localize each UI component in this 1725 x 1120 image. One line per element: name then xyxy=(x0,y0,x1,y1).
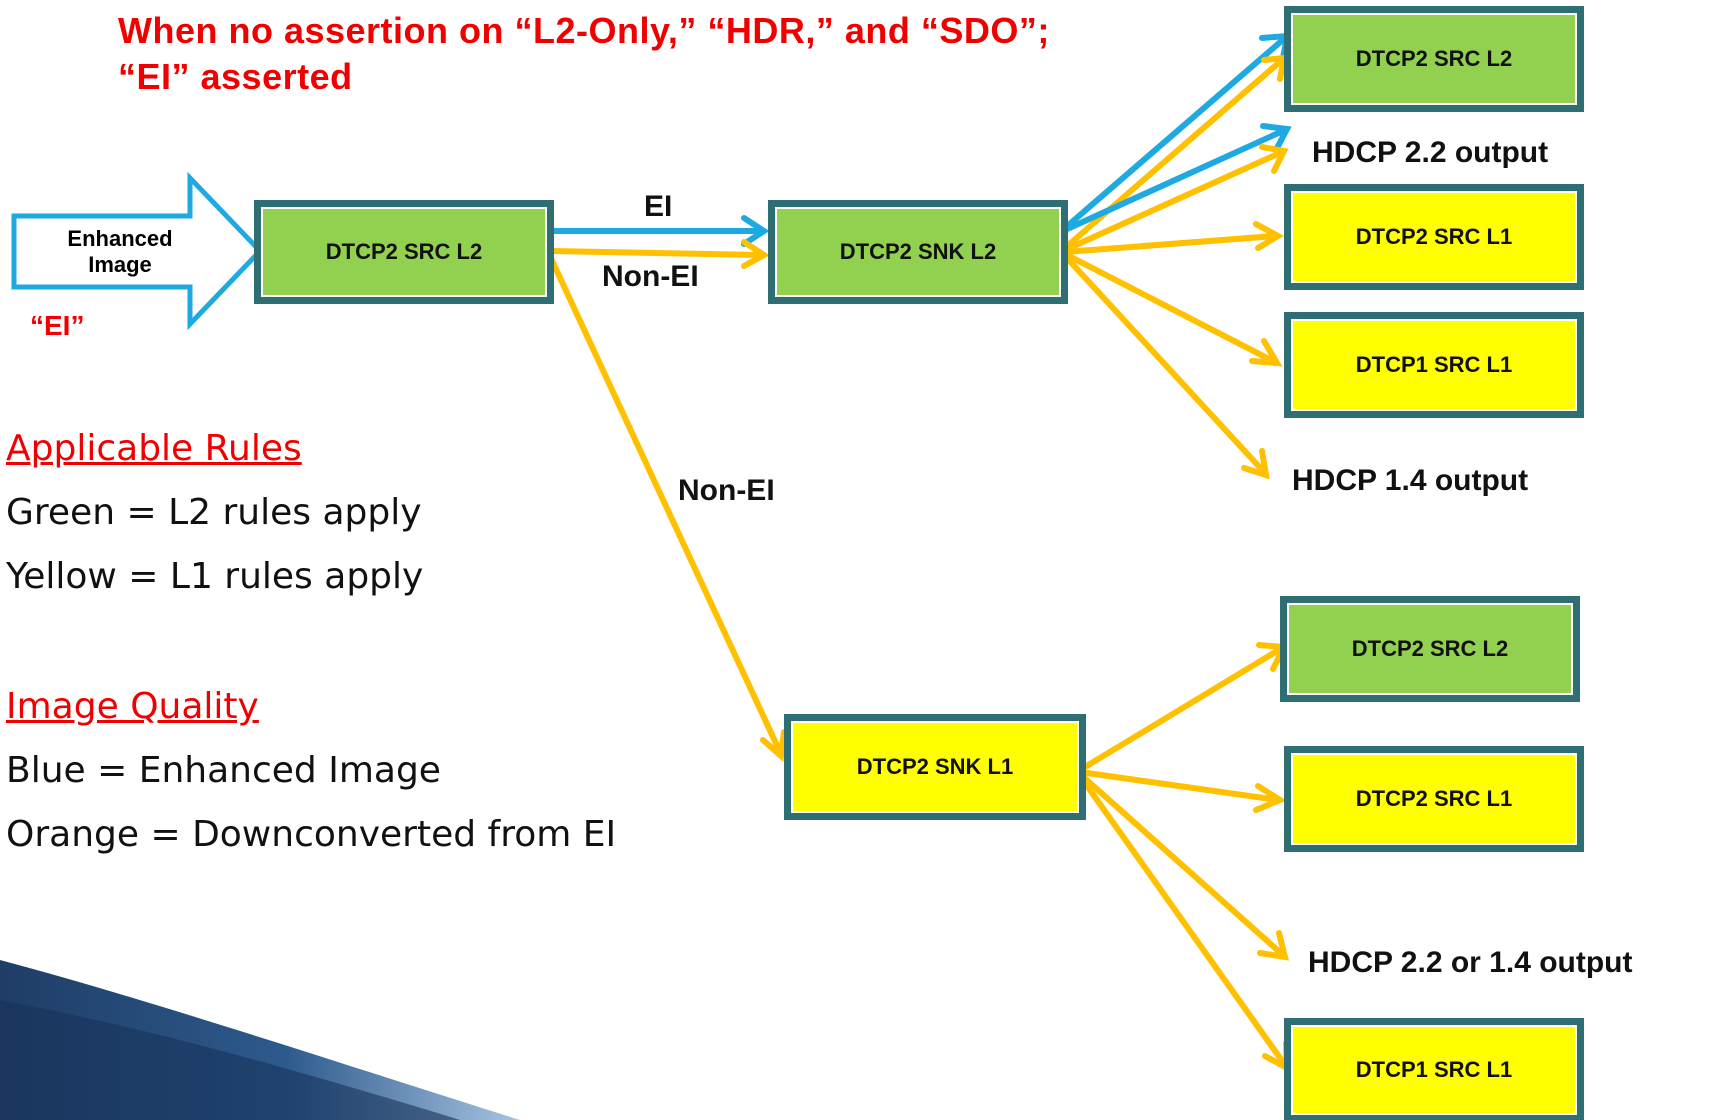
label-non-ei-top: Non-EI xyxy=(602,260,699,293)
box-dtcp2-snk-l2: DTCP2 SNK L2 xyxy=(768,200,1068,304)
box-out1-dtcp2-src-l1: DTCP2 SRC L1 xyxy=(1284,184,1584,290)
legend-quality-blue: Blue = Enhanced Image xyxy=(6,750,441,791)
legend-quality-heading: Image Quality xyxy=(6,686,259,727)
label-ei: EI xyxy=(644,190,673,223)
label-hdcp22-or-14-output: HDCP 2.2 or 1.4 output xyxy=(1308,946,1633,979)
label-hdcp22-output: HDCP 2.2 output xyxy=(1312,136,1549,169)
enhanced-image-label: Enhanced Image xyxy=(67,226,173,277)
box-out2-dtcp2-src-l2: DTCP2 SRC L2 xyxy=(1280,596,1580,702)
enhanced-image-input-arrow xyxy=(11,171,264,331)
box-out1-dtcp2-src-l2: DTCP2 SRC L2 xyxy=(1284,6,1584,112)
non-ei-top-arrow-line xyxy=(549,248,765,258)
legend-rules-heading: Applicable Rules xyxy=(6,428,302,469)
legend-quality-orange: Orange = Downconverted from EI xyxy=(6,814,617,855)
ei-arrow-head xyxy=(741,215,770,247)
ei-tag: “EI” xyxy=(30,310,85,341)
box-out2-dtcp1-src-l1: DTCP1 SRC L1 xyxy=(1284,1018,1584,1120)
non-ei-diagonal-arrow-line xyxy=(546,251,783,755)
legend-rule-green: Green = L2 rules apply xyxy=(6,492,422,533)
box-dtcp2-src-l2-main: DTCP2 SRC L2 xyxy=(254,200,554,304)
legend-rule-yellow: Yellow = L1 rules apply xyxy=(6,556,424,597)
box-out2-dtcp2-src-l1: DTCP2 SRC L1 xyxy=(1284,746,1584,852)
box-out1-dtcp1-src-l1: DTCP1 SRC L1 xyxy=(1284,312,1584,418)
box-dtcp2-snk-l1: DTCP2 SNK L1 xyxy=(784,714,1086,820)
slide-title: When no assertion on “L2-Only,” “HDR,” a… xyxy=(118,10,1050,97)
label-hdcp14-output: HDCP 1.4 output xyxy=(1292,464,1529,497)
label-non-ei-diagonal: Non-EI xyxy=(678,474,775,507)
